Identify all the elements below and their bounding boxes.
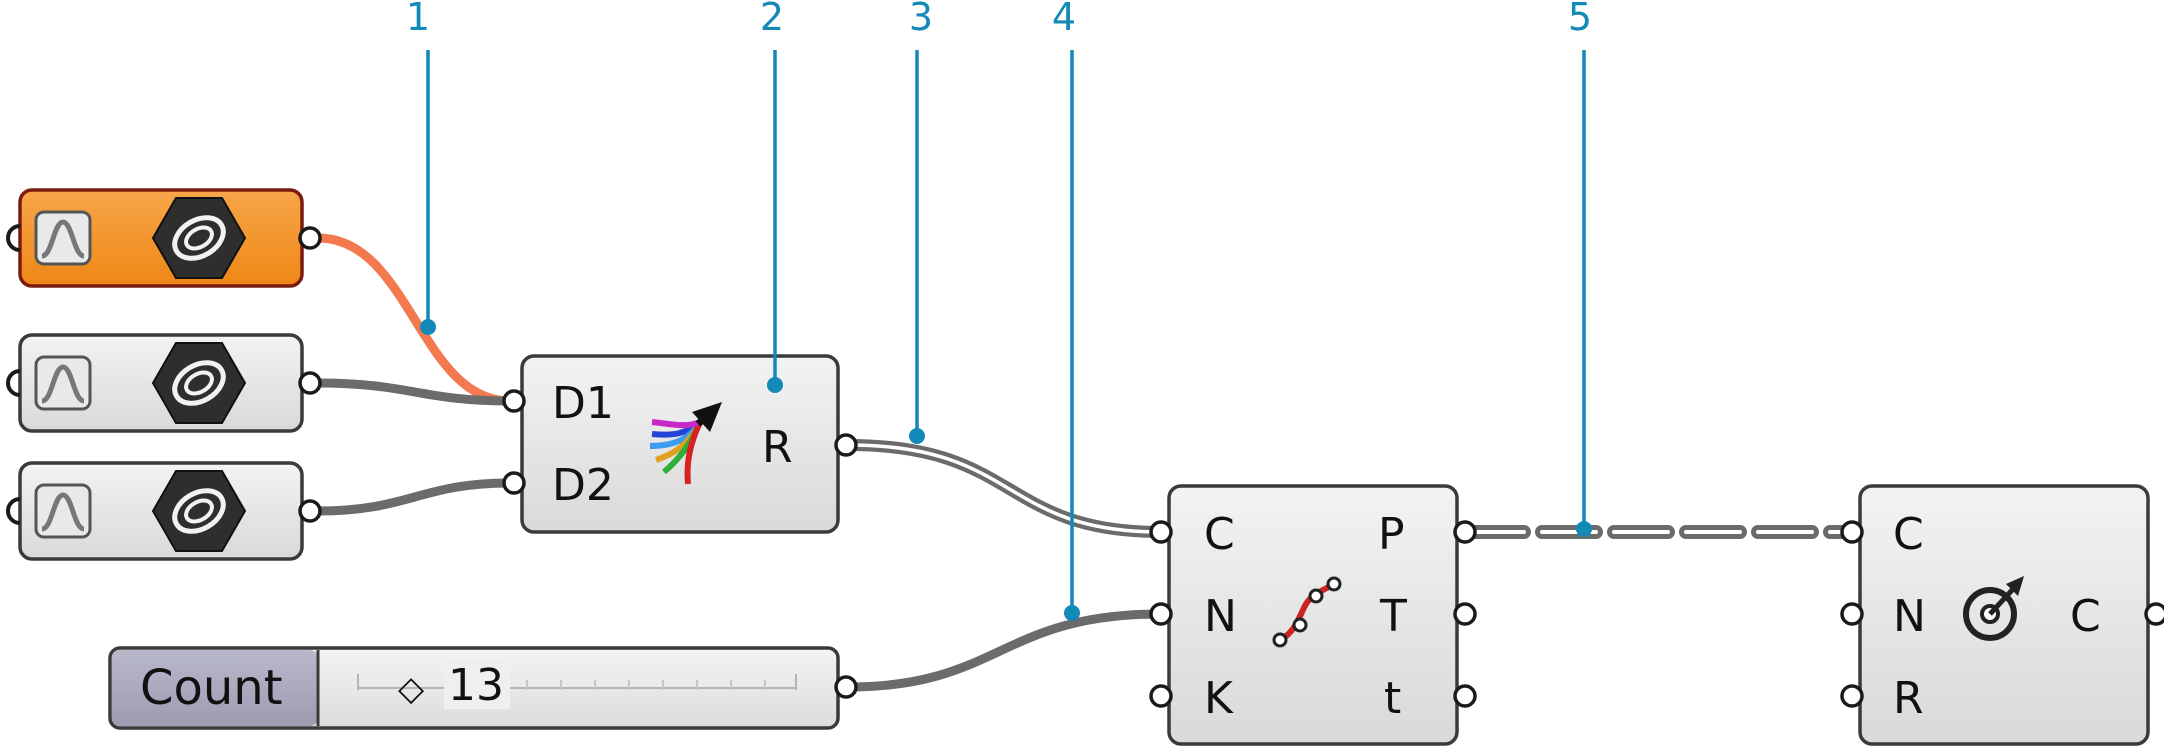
curve-param-icon (151, 197, 247, 279)
wire-param3-to-d2[interactable] (317, 478, 511, 516)
merge-icon (649, 402, 722, 485)
output-label-r: R (762, 422, 793, 473)
input-label-n: N (1893, 591, 1926, 642)
output-port-t-param[interactable] (1453, 684, 1477, 708)
input-port-c[interactable] (1149, 520, 1173, 544)
curve-param-3[interactable] (6, 461, 322, 561)
input-port-c[interactable] (1840, 520, 1864, 544)
slider-track[interactable] (357, 674, 797, 690)
callout-1: 1 (406, 0, 436, 335)
wire-slider-to-n[interactable] (847, 609, 1162, 692)
output-port[interactable] (298, 499, 322, 523)
input-port-n[interactable] (1149, 602, 1173, 626)
merge-component[interactable]: D1 D2 R (502, 354, 858, 534)
slider-value: 13 (448, 660, 504, 711)
curve-param-icon (151, 470, 247, 552)
circle-cnr-component[interactable]: C N R C (1840, 484, 2164, 746)
curve-param-1[interactable] (6, 188, 322, 288)
callout-number: 2 (760, 0, 784, 39)
input-label-c: C (1893, 509, 1924, 560)
output-port[interactable] (298, 226, 322, 250)
input-port[interactable] (6, 224, 21, 252)
curve-param-icon (151, 342, 247, 424)
input-label-n: N (1204, 591, 1237, 642)
divide-curve-component[interactable]: C N K P T t (1149, 484, 1477, 746)
input-port-r[interactable] (1840, 684, 1864, 708)
input-label-r: R (1893, 673, 1924, 724)
slider-label-panel (112, 650, 318, 726)
input-port[interactable] (6, 369, 21, 397)
circle-cnr-icon (1963, 576, 2024, 641)
wires (317, 233, 1854, 692)
output-port-t[interactable] (1453, 602, 1477, 626)
input-label-d2: D2 (552, 460, 614, 511)
curve-param-2[interactable] (6, 333, 322, 433)
output-label-c: C (2070, 591, 2101, 642)
callout-number: 5 (1568, 0, 1592, 39)
output-label-t-param: t (1384, 673, 1401, 724)
callout-number: 4 (1052, 0, 1076, 39)
wire-param1-to-d1[interactable] (317, 233, 511, 406)
wire-param2-to-d1[interactable] (317, 378, 511, 406)
input-label-k: K (1204, 673, 1234, 724)
output-port[interactable] (834, 675, 858, 699)
wire-r-to-c-list[interactable] (847, 439, 1162, 538)
output-port-p[interactable] (1453, 520, 1477, 544)
input-port-d2[interactable] (502, 471, 526, 495)
callout-4: 4 (1052, 0, 1080, 621)
output-label-p: P (1378, 509, 1405, 560)
callout-number: 3 (909, 0, 933, 39)
slider-grip[interactable]: ◇ (398, 669, 425, 709)
divide-curve-icon (1272, 576, 1342, 648)
output-port-r[interactable] (834, 433, 858, 457)
input-label-c: C (1204, 509, 1235, 560)
output-label-t: T (1379, 591, 1407, 642)
input-port-d1[interactable] (502, 389, 526, 413)
callout-2: 2 (760, 0, 784, 393)
callout-number: 1 (406, 0, 430, 39)
slider-label: Count (140, 660, 283, 716)
output-port[interactable] (298, 371, 322, 395)
input-label-d1: D1 (552, 378, 614, 429)
count-slider[interactable]: Count ◇ 13 (108, 646, 858, 730)
output-port-c[interactable] (2144, 602, 2164, 626)
callout-5: 5 (1568, 0, 1592, 537)
input-port[interactable] (6, 497, 21, 525)
input-port-k[interactable] (1149, 684, 1173, 708)
callout-3: 3 (909, 0, 933, 444)
input-port-n[interactable] (1840, 602, 1864, 626)
